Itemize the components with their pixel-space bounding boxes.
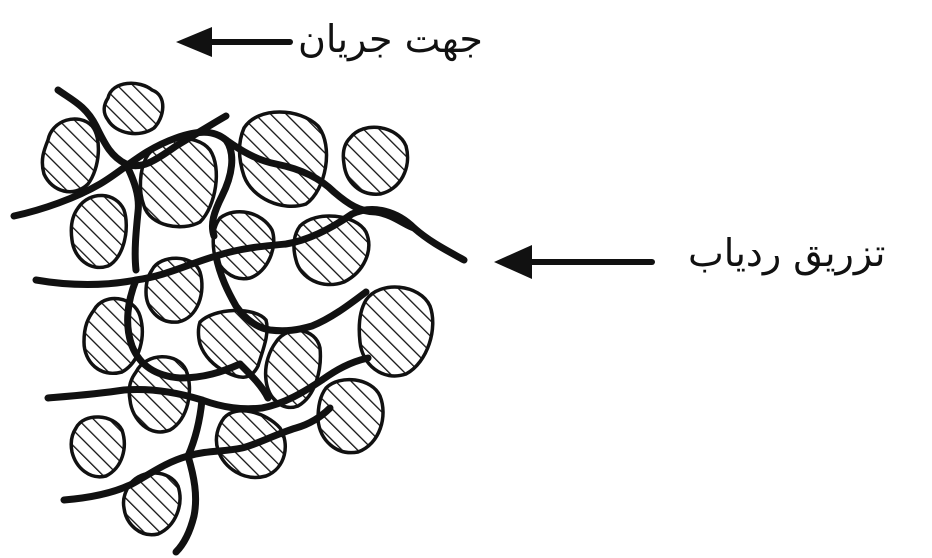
channel [184, 396, 206, 460]
grains [40, 81, 435, 537]
grain [237, 110, 329, 209]
grain [357, 285, 435, 378]
channel [44, 354, 372, 413]
flow-direction-label: جهت جریان [298, 17, 483, 61]
grain [196, 308, 269, 379]
grain [211, 210, 276, 281]
grain [121, 471, 182, 537]
channel [172, 452, 200, 556]
grain [69, 415, 127, 479]
tracer-injection-label: تزریق ردیاب [688, 231, 886, 275]
grain [341, 125, 410, 196]
grain [102, 81, 165, 136]
pore-channels [10, 86, 468, 556]
channel [10, 128, 236, 240]
channel [212, 252, 370, 335]
channel [236, 360, 272, 402]
tracer-injection-arrow [494, 245, 655, 279]
channel [222, 136, 418, 232]
channel [122, 160, 142, 274]
grain [316, 377, 385, 455]
channel [124, 276, 244, 382]
grain [69, 193, 128, 270]
grain [40, 117, 101, 194]
channel [60, 404, 334, 504]
grain [82, 296, 144, 375]
flow-direction-arrow [176, 27, 293, 57]
